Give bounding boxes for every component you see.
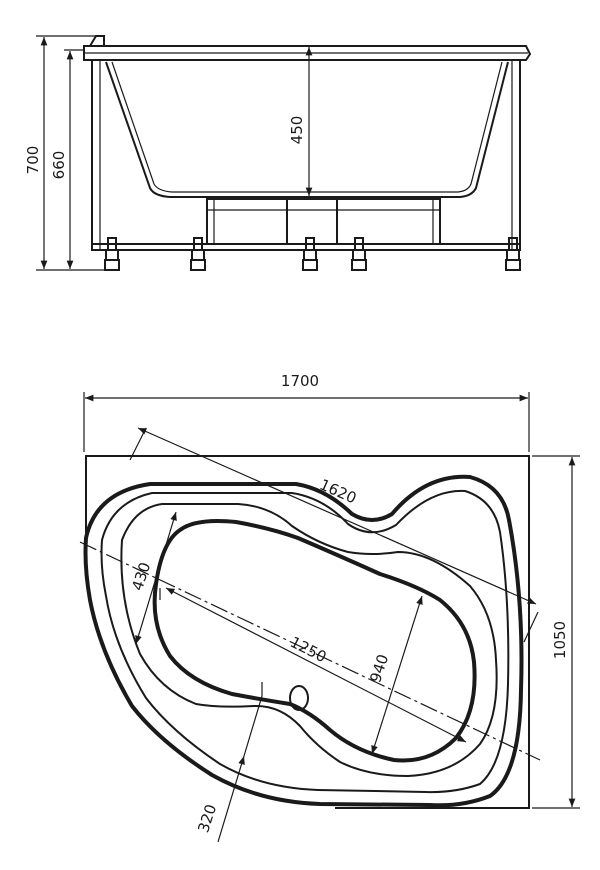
dim-line-940 [371, 595, 423, 755]
leg [505, 237, 521, 271]
dim-label-450: 450 [288, 116, 306, 145]
support-frame [91, 59, 521, 251]
leg [104, 237, 120, 271]
dim-line-430 [135, 511, 177, 645]
rim-lip [89, 35, 105, 47]
dim-line-1620 [137, 427, 537, 605]
dim-label-940: 940 [366, 652, 392, 685]
leg [190, 237, 206, 271]
adjustable-legs [104, 237, 521, 271]
support-block-right [336, 198, 441, 245]
dim-label-430: 430 [128, 560, 154, 593]
dim-label-700: 700 [24, 146, 42, 175]
tub-rim [83, 45, 532, 61]
leg [302, 237, 318, 271]
dim-line-320 [217, 755, 245, 843]
tub-outline [85, 455, 530, 809]
tub-bowl-inner [111, 61, 503, 193]
tub-bowl-outer [105, 61, 509, 198]
dim-leader-320 [243, 682, 263, 757]
top-view: 1700 1050 1620 1250 940 430 320 [79, 372, 580, 843]
side-view: 700 660 450 [24, 35, 532, 271]
dim-label-320: 320 [194, 802, 220, 835]
dim-label-660: 660 [50, 151, 68, 180]
dim-label-1050: 1050 [551, 621, 569, 659]
dim-label-1700: 1700 [281, 372, 319, 390]
support-block-left [206, 198, 288, 245]
leg [351, 237, 367, 271]
